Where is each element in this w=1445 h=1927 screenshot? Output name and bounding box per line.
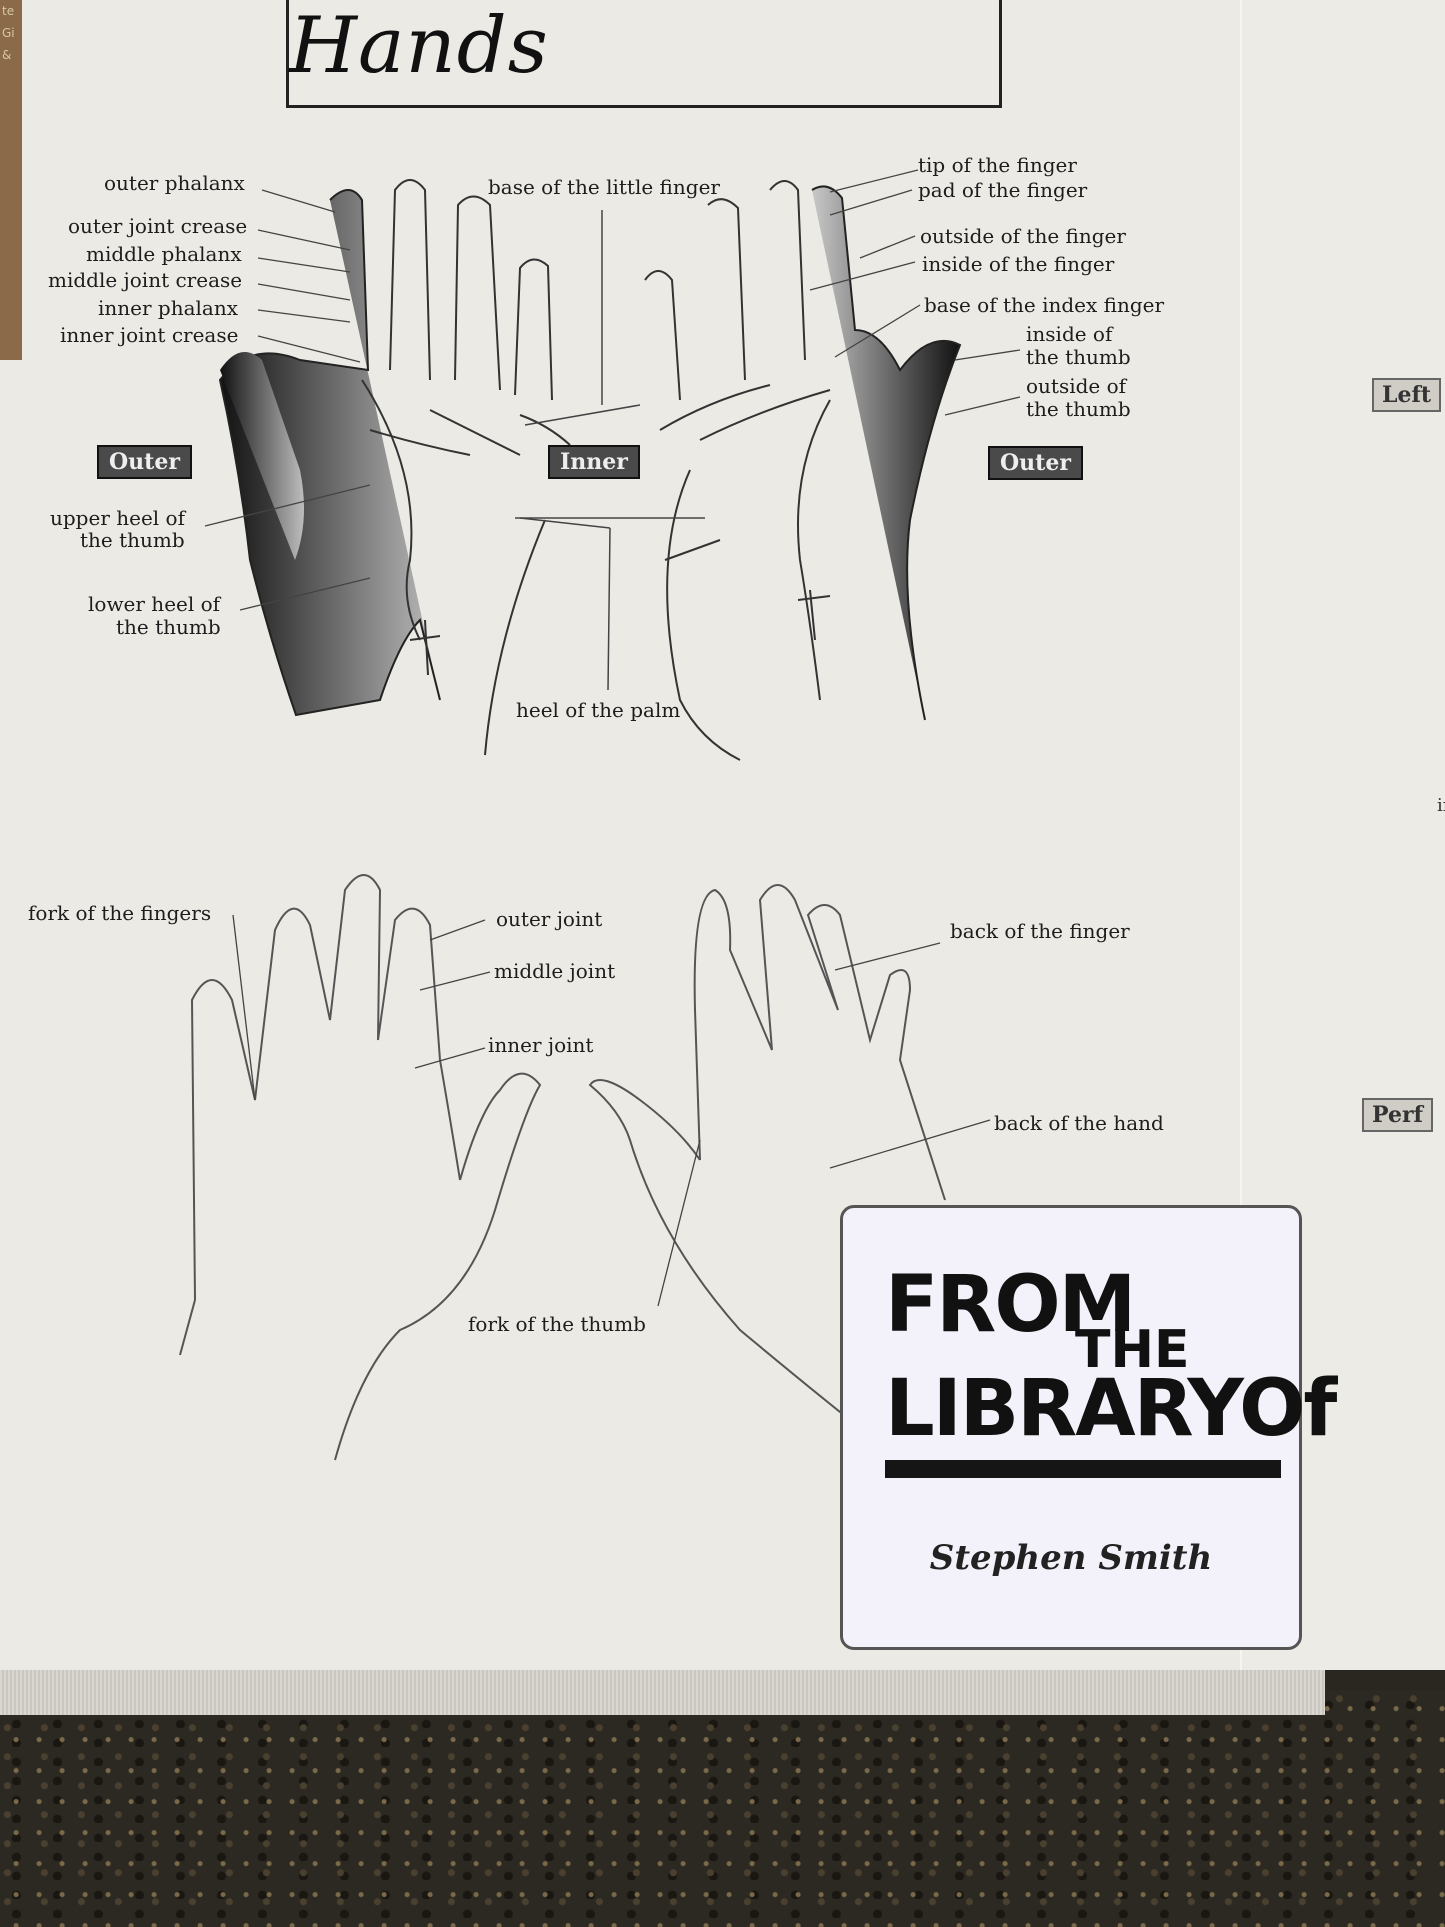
left-back-hand xyxy=(179,874,542,1461)
tag-inner: Inner xyxy=(548,445,640,479)
label-back-hand: back of the hand xyxy=(994,1111,1164,1135)
spine-text: te xyxy=(2,4,15,18)
label-inside-thumb: inside of xyxy=(1026,322,1113,346)
label-middle-joint: middle joint xyxy=(494,959,616,983)
hands-illustration xyxy=(179,169,1021,1461)
label-inside-finger: inside of the finger xyxy=(922,252,1115,276)
label-outside-thumb: outside of xyxy=(1026,374,1127,398)
side-tab-perf: Perf xyxy=(1362,1098,1434,1132)
label-outer-joint: outer joint xyxy=(496,907,603,931)
label-outside-finger: outside of the finger xyxy=(920,224,1126,248)
label-upper-heel-thumb: upper heel of xyxy=(50,506,185,530)
label-tip-finger: tip of the finger xyxy=(918,153,1077,177)
page-title: Map of the Hands xyxy=(289,0,727,91)
left-palm-hand xyxy=(218,179,571,756)
label-base-little-finger: base of the little finger xyxy=(488,175,720,199)
label-middle-joint-crease: middle joint crease xyxy=(48,268,243,292)
label-lower-heel-thumb: lower heel of xyxy=(88,592,221,616)
label-outer-phalanx: outer phalanx xyxy=(104,171,245,195)
back-leader-lines xyxy=(232,914,991,1307)
library-bookplate-stamp: FROM THE LIBRARYOf Stephen Smith xyxy=(840,1205,1337,1650)
label-inside-thumb-2: the thumb xyxy=(1026,345,1131,369)
side-tab-left: Left xyxy=(1372,378,1442,412)
stamp-library: LIBRARYOf xyxy=(885,1364,1337,1454)
label-upper-heel-thumb-2: the thumb xyxy=(80,528,185,552)
stamp-bar xyxy=(885,1460,1281,1478)
stamp-owner-name: Stephen Smith xyxy=(929,1538,1213,1578)
countertop-background xyxy=(0,1690,1445,1927)
tag-outer-left: Outer xyxy=(97,445,192,479)
label-outer-joint-crease: outer joint crease xyxy=(68,214,248,238)
book-page: te Gi & Map of the Hands xyxy=(0,0,1240,1670)
label-base-index-finger: base of the index finger xyxy=(924,293,1165,317)
label-pad-finger: pad of the finger xyxy=(918,178,1088,202)
stamp-the: THE xyxy=(1075,1320,1190,1380)
tag-outer-right: Outer xyxy=(988,446,1083,480)
palm-center-lines xyxy=(515,210,705,691)
label-inner-joint-crease: inner joint crease xyxy=(60,323,239,347)
label-fork-fingers: fork of the fingers xyxy=(28,901,212,925)
page-title-box: Map of the Hands xyxy=(286,0,1002,108)
spine-text: & xyxy=(2,48,12,62)
label-outside-thumb-2: the thumb xyxy=(1026,397,1131,421)
label-lower-heel-thumb-2: the thumb xyxy=(116,615,221,639)
label-fork-thumb: fork of the thumb xyxy=(468,1312,646,1336)
previous-page-strip: te Gi & xyxy=(0,0,22,360)
label-middle-phalanx: middle phalanx xyxy=(86,242,242,266)
label-back-finger: back of the finger xyxy=(950,919,1130,943)
right-back-hand xyxy=(588,884,946,1421)
stamp-from: FROM xyxy=(885,1260,1136,1350)
label-inner-phalanx: inner phalanx xyxy=(98,296,238,320)
palm-leader-lines xyxy=(204,169,1021,611)
side-text-in: in xyxy=(1437,795,1445,816)
label-heel-palm: heel of the palm xyxy=(516,698,681,722)
spine-text: Gi xyxy=(2,26,15,40)
right-palm-hand xyxy=(644,180,962,761)
label-inner-joint: inner joint xyxy=(488,1033,594,1057)
